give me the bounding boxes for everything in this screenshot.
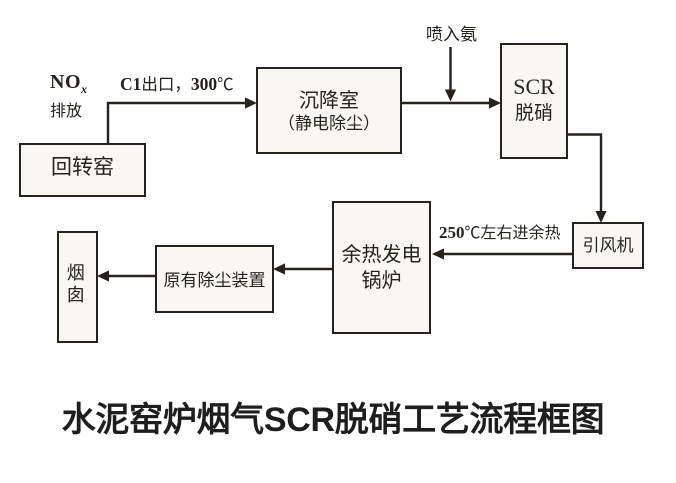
label-ammonia-text: 喷入氨 xyxy=(426,25,477,44)
node-settling-chamber-sublabel: （静电除尘） xyxy=(278,113,380,133)
arrow-scr-to-fan-line xyxy=(567,133,603,212)
node-settling-chamber-label: 沉降室 xyxy=(299,89,359,112)
node-chimney: 烟囱 xyxy=(57,231,98,343)
node-fan-label: 引风机 xyxy=(582,235,634,255)
arrowhead-into-settling xyxy=(245,97,257,109)
node-boiler-label: 余热发电 xyxy=(341,243,422,266)
label-c1-bold: C1 xyxy=(120,74,142,94)
label-c1-temp-bold: 300 xyxy=(190,74,218,94)
arrowhead-into-boiler xyxy=(432,248,444,260)
arrowhead-ammonia-down xyxy=(444,89,457,102)
node-dust-label: 原有除尘装置 xyxy=(163,271,266,291)
label-temp-text: 左右进余热 xyxy=(480,225,561,242)
arrow-kiln-to-settling-line xyxy=(106,101,246,144)
node-dust-collector: 原有除尘装置 xyxy=(155,245,274,313)
node-rotary-kiln: 回转窑 xyxy=(19,143,146,197)
label-c1-outlet-temp: C1出口，300℃ xyxy=(120,71,234,95)
label-c1-unit: ℃ xyxy=(217,75,234,94)
arrowhead-into-dust xyxy=(273,263,285,275)
arrowhead-into-scr xyxy=(489,97,501,109)
node-chimney-label: 烟囱 xyxy=(64,263,85,307)
arrowhead-into-chimney xyxy=(97,270,109,282)
node-settling-chamber: 沉降室 （静电除尘） xyxy=(256,67,402,154)
node-scr-label: SCR xyxy=(513,73,555,99)
node-induced-draft-fan: 引风机 xyxy=(572,222,644,269)
label-nox-line2: 排放 xyxy=(50,103,83,120)
label-waste-heat-temp: 250℃左右进余热 xyxy=(439,219,561,243)
label-temp-unit: ℃ xyxy=(464,225,481,242)
diagram-title: 水泥窑炉烟气SCR脱硝工艺流程框图 xyxy=(61,401,605,439)
node-boiler-label2: 锅炉 xyxy=(361,269,402,292)
label-ammonia-injection: 喷入氨 xyxy=(426,20,477,45)
label-nox-text: NO xyxy=(50,71,81,93)
label-c1-text: 出口， xyxy=(141,75,191,94)
node-scr-denitration: SCR 脱硝 xyxy=(500,43,568,159)
node-waste-heat-boiler: 余热发电 锅炉 xyxy=(332,201,431,334)
label-nox-emission: NOx 排放 xyxy=(50,68,88,126)
label-temp-bold: 250 xyxy=(439,223,465,242)
label-nox-subscript: x xyxy=(81,82,88,96)
node-scr-label2: 脱硝 xyxy=(514,102,553,124)
label-nox-latin: NOx xyxy=(50,71,88,96)
node-rotary-kiln-label: 回转窑 xyxy=(51,154,114,179)
arrowhead-into-fan xyxy=(595,211,607,223)
